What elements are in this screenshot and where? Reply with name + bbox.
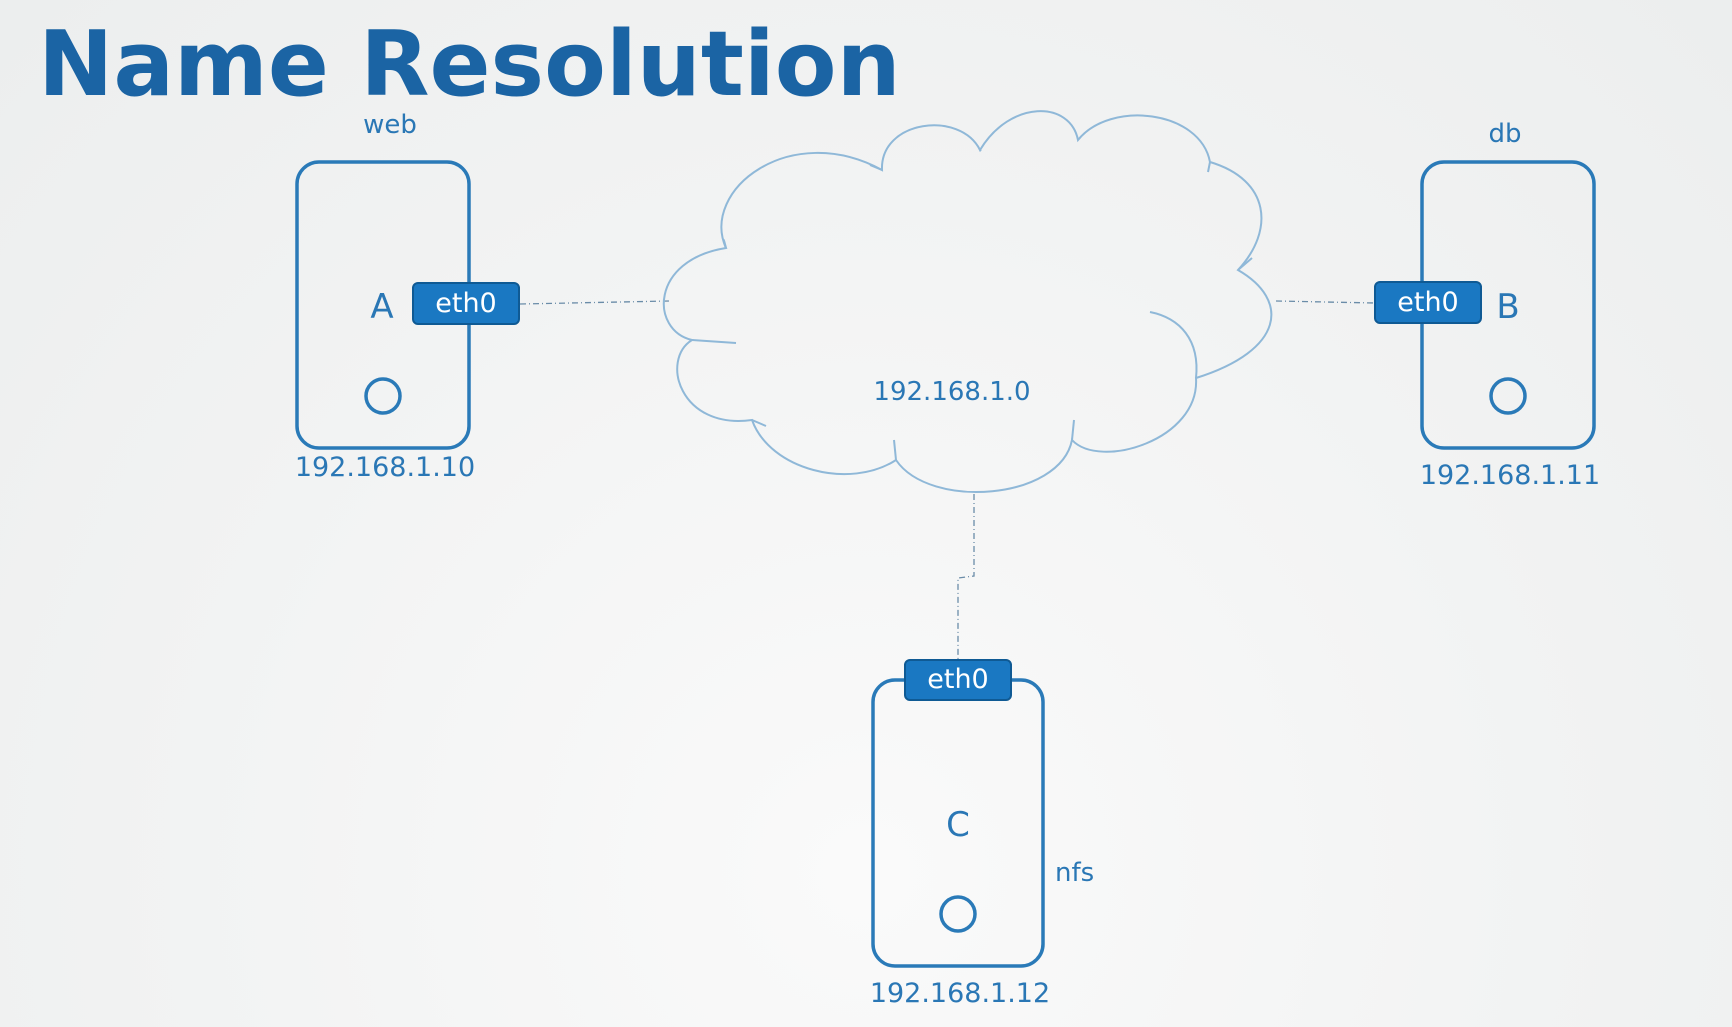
host-name: nfs [1055, 858, 1094, 888]
cloud-inner-curve [691, 339, 737, 344]
network-label: 192.168.1.0 [873, 377, 1030, 407]
cloud-inner-curve [1207, 161, 1211, 173]
cloud-inner-curve [869, 164, 883, 171]
host-name: db [1488, 119, 1521, 149]
cloud-inner-curve [751, 419, 767, 427]
interface-label: eth0 [1397, 287, 1459, 318]
link-host-c [957, 494, 975, 662]
interface-badge: eth0 [412, 282, 520, 325]
host-letter: C [946, 805, 970, 845]
cloud-inner-curve [893, 439, 897, 461]
interface-badge: eth0 [1374, 281, 1482, 324]
link-host-b [1275, 300, 1376, 304]
cloud-inner-curve [1071, 419, 1075, 441]
cloud-inner-curve [722, 238, 727, 249]
host-ip: 192.168.1.10 [295, 452, 475, 483]
host-status-circle [939, 895, 977, 933]
host-nfs: eth0 C nfs 192.168.1.12 [870, 659, 1094, 1009]
link-host-a [519, 300, 671, 305]
host-ip: 192.168.1.11 [1420, 460, 1600, 491]
interface-badge-bg [1374, 281, 1482, 324]
cloud-shape [662, 110, 1273, 494]
host-status-circle [1489, 377, 1527, 415]
interface-badge: eth0 [904, 659, 1012, 701]
cloud-inner-curve [979, 149, 982, 152]
host-status-circle [364, 377, 402, 415]
connections [519, 300, 1376, 662]
interface-label: eth0 [927, 664, 989, 695]
network-cloud: 192.168.1.0 [662, 110, 1273, 494]
interface-badge-bg [412, 282, 520, 325]
interface-label: eth0 [435, 288, 497, 319]
host-web: web A 192.168.1.10 eth0 [295, 110, 520, 483]
cloud-inner-curve [1149, 311, 1198, 379]
host-letter: B [1496, 287, 1519, 327]
host-letter: A [370, 287, 393, 327]
host-name: web [363, 110, 417, 140]
cloud-inner-curve [1237, 257, 1253, 271]
interface-badge-bg [904, 659, 1012, 701]
host-ip: 192.168.1.12 [870, 978, 1050, 1009]
page-title: Name Resolution [38, 12, 901, 117]
host-db: db B 192.168.1.11 eth0 [1374, 119, 1600, 491]
